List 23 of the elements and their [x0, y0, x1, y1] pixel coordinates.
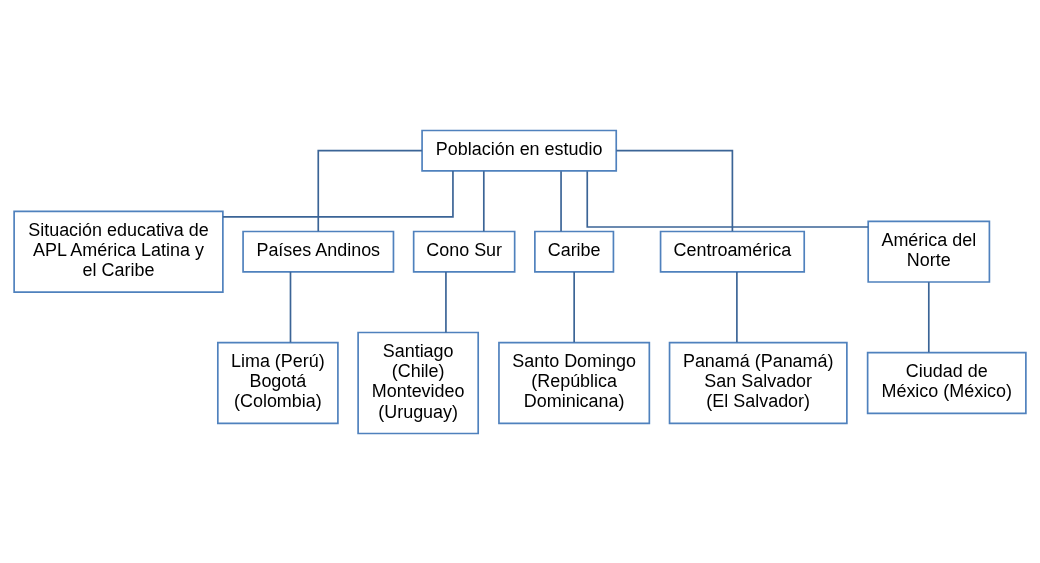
node-box: Panamá (Panamá) San Salvador (El Salvador): [668, 341, 848, 424]
node-box: Santiago (Chile) Montevideo (Uruguay): [357, 331, 480, 434]
connector: [289, 270, 292, 343]
connector: [222, 169, 454, 218]
node-box: Ciudad de México (México): [866, 351, 1027, 414]
node-box: Centroamérica: [659, 230, 806, 273]
node-box: Situación educativa de APL América Latina y el Caribe: [13, 209, 224, 293]
node-box: Caribe: [534, 230, 615, 273]
connector: [927, 280, 930, 353]
node-box: Lima (Perú) Bogotá (Colombia): [217, 341, 339, 424]
connector: [615, 149, 734, 232]
node-box: Países Andinos: [242, 230, 395, 273]
connector: [482, 169, 485, 232]
connector: [736, 270, 738, 343]
node-box: América del Norte: [867, 220, 991, 283]
connector: [445, 270, 447, 333]
connector: [560, 169, 562, 232]
node-box: Santo Domingo (República Dominicana): [498, 341, 651, 424]
connector: [573, 270, 575, 343]
connector: [586, 169, 869, 228]
node-box: Población en estudio: [421, 129, 618, 172]
node-box: Cono Sur: [412, 230, 516, 273]
connector: [317, 149, 423, 232]
